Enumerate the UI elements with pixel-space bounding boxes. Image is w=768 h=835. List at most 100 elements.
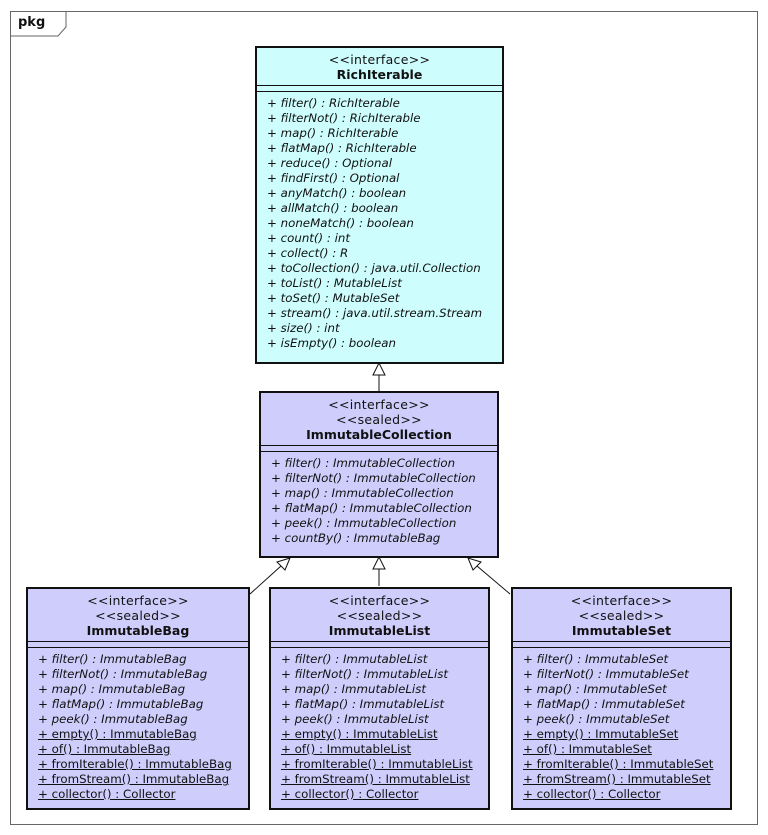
operation: + count() : int: [267, 231, 350, 245]
operation: + isEmpty() : boolean: [267, 336, 396, 350]
operation: + flatMap() : ImmutableList: [281, 697, 445, 711]
operation: + peek() : ImmutableBag: [38, 712, 188, 726]
arrowhead-coll-left: [276, 557, 291, 571]
class-name: ImmutableCollection: [306, 427, 452, 442]
operation: + flatMap() : ImmutableSet: [523, 697, 685, 711]
attributes-compartment: [28, 641, 248, 642]
stereotype: <<sealed>>: [336, 608, 423, 623]
operations-list: + filter() : ImmutableBag+ filterNot() :…: [28, 648, 248, 802]
operation: + anyMatch() : boolean: [267, 186, 407, 200]
operation: + map() : ImmutableList: [281, 682, 426, 696]
class-header: <<interface>> <<sealed>> ImmutableBag: [28, 589, 248, 638]
operation: + toSet() : MutableSet: [267, 291, 400, 305]
attributes-compartment: [271, 641, 488, 642]
class-header: <<interface>> <<sealed>> ImmutableList: [271, 589, 488, 638]
class-header: <<interface>> RichIterable: [257, 48, 502, 82]
stereotype: <<interface>>: [87, 593, 189, 608]
attributes-compartment: [261, 445, 497, 446]
operations-list: + filter() : ImmutableSet+ filterNot() :…: [513, 648, 730, 802]
operation: + findFirst() : Optional: [267, 171, 400, 185]
edge-set-to-coll: [476, 565, 511, 595]
operation: + map() : ImmutableSet: [523, 682, 667, 696]
operation: + empty() : ImmutableBag: [38, 727, 197, 741]
operation: + reduce() : Optional: [267, 156, 393, 170]
operation: + countBy() : ImmutableBag: [271, 531, 441, 545]
operation: + collector() : Collector: [523, 787, 661, 801]
arrowhead-coll-mid: [372, 555, 386, 570]
operation: + peek() : ImmutableList: [281, 712, 429, 726]
class-richiterable[interactable]: <<interface>> RichIterable + filter() : …: [255, 46, 504, 364]
operation: + noneMatch() : boolean: [267, 216, 414, 230]
operation: + fromStream() : ImmutableSet: [523, 772, 711, 786]
class-name: ImmutableSet: [571, 623, 672, 638]
stereotype: <<interface>>: [328, 52, 431, 67]
operation: + collector() : Collector: [281, 787, 419, 801]
class-immutablebag[interactable]: <<interface>> <<sealed>> ImmutableBag + …: [26, 587, 250, 810]
attributes-compartment: [513, 641, 730, 642]
operation: + fromIterable() : ImmutableSet: [523, 757, 714, 771]
operations-list: + filter() : RichIterable+ filterNot() :…: [257, 92, 502, 351]
operations-divider: [513, 647, 730, 648]
operation: + fromIterable() : ImmutableList: [281, 757, 473, 771]
package-label: pkg: [18, 15, 46, 30]
operation: + collector() : Collector: [38, 787, 176, 801]
class-immutablecollection[interactable]: <<interface>> <<sealed>> ImmutableCollec…: [259, 391, 499, 558]
operation: + peek() : ImmutableCollection: [271, 516, 457, 530]
class-header: <<interface>> <<sealed>> ImmutableCollec…: [261, 393, 497, 442]
operation: + size() : int: [267, 321, 340, 335]
operation: + toList() : MutableList: [267, 276, 402, 290]
package-tab: [10, 11, 68, 37]
operation: + of() : ImmutableBag: [38, 742, 171, 756]
operation: + filterNot() : RichIterable: [267, 111, 421, 125]
edge-bag-to-coll: [249, 565, 282, 595]
stereotype: <<sealed>>: [336, 412, 422, 427]
operation: + filter() : ImmutableBag: [38, 652, 187, 666]
operation: + flatMap() : ImmutableBag: [38, 697, 204, 711]
class-immutableset[interactable]: <<interface>> <<sealed>> ImmutableSet + …: [511, 587, 732, 810]
operation: + of() : ImmutableSet: [523, 742, 652, 756]
operation: + collect() : R: [267, 246, 349, 260]
operation: + filter() : ImmutableCollection: [271, 456, 456, 470]
operation: + fromStream() : ImmutableList: [281, 772, 470, 786]
operation: + peek() : ImmutableSet: [523, 712, 670, 726]
arrowhead-coll-right: [467, 557, 482, 571]
operation: + filter() : ImmutableSet: [523, 652, 669, 666]
stereotype: <<interface>>: [328, 397, 430, 412]
stereotype: <<interface>>: [570, 593, 673, 608]
operation: + of() : ImmutableList: [281, 742, 412, 756]
operation: + flatMap() : ImmutableCollection: [271, 501, 472, 515]
operation: + fromStream() : ImmutableBag: [38, 772, 230, 786]
operation: + empty() : ImmutableList: [281, 727, 438, 741]
package-frame: [10, 11, 758, 825]
operation: + empty() : ImmutableSet: [523, 727, 679, 741]
stereotype: <<sealed>>: [95, 608, 181, 623]
operation: + filter() : RichIterable: [267, 96, 400, 110]
arrowhead-rich: [372, 361, 386, 376]
operation: + fromIterable() : ImmutableBag: [38, 757, 232, 771]
operations-list: + filter() : ImmutableCollection+ filter…: [261, 452, 497, 546]
operations-divider: [271, 647, 488, 648]
operation: + map() : ImmutableCollection: [271, 486, 454, 500]
operations-list: + filter() : ImmutableList+ filterNot() …: [271, 648, 488, 802]
operation: + filterNot() : ImmutableSet: [523, 667, 689, 681]
class-immutablelist[interactable]: <<interface>> <<sealed>> ImmutableList +…: [269, 587, 490, 810]
operation: + map() : ImmutableBag: [38, 682, 186, 696]
operations-divider: [261, 451, 497, 452]
operation: + flatMap() : RichIterable: [267, 141, 417, 155]
operation: + filterNot() : ImmutableBag: [38, 667, 208, 681]
class-name: ImmutableList: [328, 623, 431, 638]
stereotype: <<interface>>: [328, 593, 431, 608]
class-header: <<interface>> <<sealed>> ImmutableSet: [513, 589, 730, 638]
stereotype: <<sealed>>: [578, 608, 665, 623]
attributes-compartment: [257, 85, 502, 86]
operations-divider: [257, 91, 502, 92]
class-name: RichIterable: [336, 67, 423, 82]
operation: + filter() : ImmutableList: [281, 652, 428, 666]
operation: + filterNot() : ImmutableCollection: [271, 471, 476, 485]
operation: + map() : RichIterable: [267, 126, 399, 140]
operation: + stream() : java.util.stream.Stream: [267, 306, 483, 320]
operation: + toCollection() : java.util.Collection: [267, 261, 481, 275]
operation: + allMatch() : boolean: [267, 201, 399, 215]
class-name: ImmutableBag: [86, 623, 190, 638]
operations-divider: [28, 647, 248, 648]
